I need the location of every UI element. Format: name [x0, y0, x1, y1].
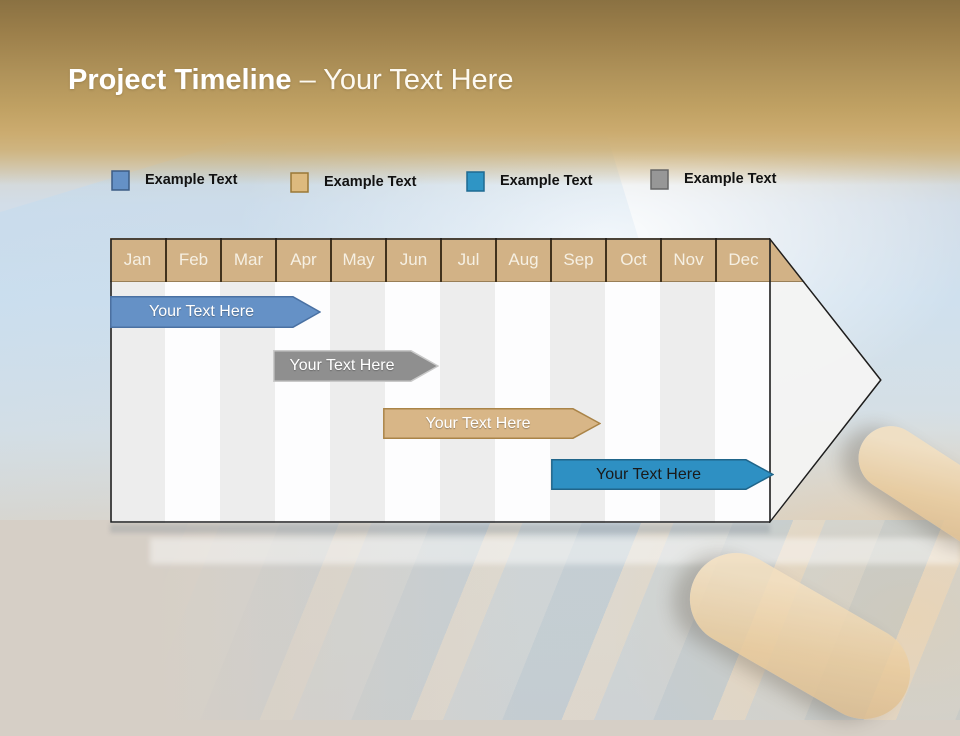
- table-reflection-shadow: [110, 524, 770, 533]
- legend-item: Example Text: [111, 168, 237, 192]
- task-bar: Your Text Here: [273, 350, 439, 382]
- pool-light-band: [150, 538, 960, 564]
- legend-item: Example Text: [466, 169, 592, 193]
- legend-item: Example Text: [650, 167, 776, 191]
- month-cell: Feb: [165, 238, 220, 282]
- legend-swatch-tan-icon: [290, 171, 309, 193]
- legend-label: Example Text: [324, 174, 417, 190]
- task-bar: Your Text Here: [551, 459, 774, 490]
- month-cell: Aug: [495, 238, 550, 282]
- month-cell: Jul: [440, 238, 495, 282]
- month-cell: Jun: [385, 238, 440, 282]
- month-cell: Sep: [550, 238, 605, 282]
- month-cell: May: [330, 238, 385, 282]
- month-cell: Jan: [123, 250, 152, 269]
- task-bar-label: Your Text Here: [425, 414, 531, 432]
- month-cell: Nov: [660, 238, 715, 282]
- legend-label: Example Text: [145, 172, 238, 188]
- month-cell: Oct: [605, 238, 660, 282]
- legend-label: Example Text: [684, 171, 777, 187]
- month-header-row: Jan Feb Mar Apr May Jun Jul Aug Sep Oct …: [110, 238, 770, 282]
- title-suffix: – Your Text Here: [299, 64, 514, 96]
- task-bar-label: Your Text Here: [149, 303, 254, 320]
- gold-title-band: [0, 0, 960, 190]
- legend-swatch-bright-blue-icon: [466, 170, 485, 192]
- month-cell: Apr: [275, 238, 330, 282]
- task-bar-label: Your Text Here: [596, 465, 701, 483]
- task-bar-label: Your Text Here: [289, 357, 395, 374]
- month-cell: Dec: [715, 238, 770, 282]
- legend-item: Example Text: [290, 170, 416, 194]
- task-bar: Your Text Here: [110, 296, 321, 328]
- legend-swatch-blue-icon: [111, 169, 130, 191]
- title-main: Project Timeline: [68, 64, 292, 96]
- month-cell: Mar: [220, 238, 275, 282]
- pool-lane-fade: [0, 520, 520, 720]
- page-title: Project Timeline – Your Text Here: [68, 62, 513, 98]
- legend-label: Example Text: [500, 173, 593, 189]
- timeline-arrow-chart: Jan Feb Mar Apr May Jun Jul Aug Sep Oct …: [110, 238, 882, 523]
- legend-swatch-gray-icon: [650, 168, 669, 190]
- task-bar: Your Text Here: [383, 408, 601, 439]
